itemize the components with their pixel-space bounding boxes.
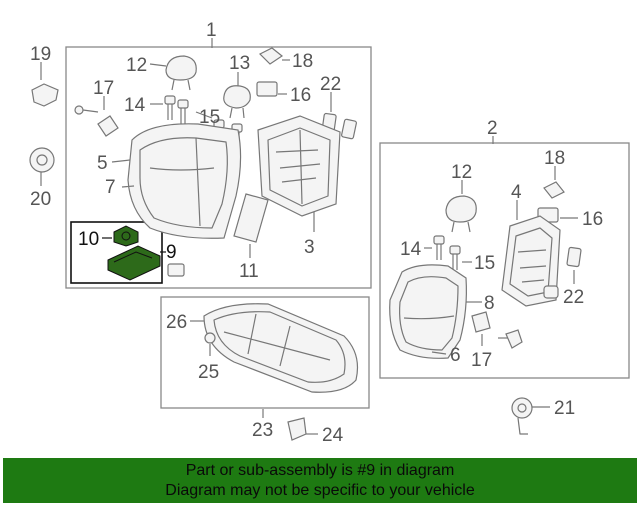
callout-5: 5 — [97, 153, 108, 174]
callout-17-left: 17 — [93, 78, 114, 99]
headrest-part — [165, 55, 197, 91]
callout-12-right: 12 — [451, 162, 472, 183]
callout-7: 7 — [105, 177, 116, 198]
headrest-part — [223, 85, 251, 119]
callout-19: 19 — [30, 44, 51, 65]
callout-9: 9 — [166, 242, 177, 263]
latch-part — [31, 83, 59, 107]
callout-25: 25 — [198, 362, 219, 383]
callout-1: 1 — [206, 20, 217, 41]
callout-3: 3 — [304, 237, 315, 258]
clip-part — [543, 181, 565, 199]
callout-22-right: 22 — [563, 287, 584, 308]
callout-8: 8 — [484, 293, 495, 314]
clip-part — [566, 246, 582, 268]
seat-frame-part — [257, 115, 341, 217]
clip-part — [167, 263, 185, 277]
callout-11: 11 — [239, 261, 259, 282]
bolt-part — [164, 95, 189, 124]
callout-6: 6 — [450, 345, 461, 366]
clip-part — [204, 332, 216, 344]
clip-part — [258, 47, 284, 65]
callout-16-right: 16 — [582, 209, 603, 230]
callout-26: 26 — [166, 312, 187, 333]
callout-20: 20 — [30, 189, 51, 210]
clip-part — [341, 118, 357, 140]
seatback-right-frame — [379, 142, 630, 379]
callout-12-left: 12 — [126, 55, 147, 76]
callout-2: 2 — [487, 118, 498, 139]
seat-cushion-part — [203, 303, 359, 393]
clip-part — [287, 417, 307, 441]
callout-4: 4 — [511, 182, 522, 203]
guide-part — [256, 81, 278, 97]
callout-16-left: 16 — [290, 85, 311, 106]
seatback-part — [389, 264, 467, 359]
info-banner: Part or sub-assembly is #9 in diagram Di… — [3, 458, 637, 503]
latch-part — [511, 397, 533, 435]
callout-14-right: 14 — [400, 239, 422, 260]
callout-14-left: 14 — [124, 95, 146, 116]
callout-15-right: 15 — [474, 253, 495, 274]
callout-23: 23 — [252, 420, 273, 441]
seatback-part — [127, 123, 242, 239]
callout-22-left: 22 — [320, 74, 341, 95]
callout-24: 24 — [322, 425, 344, 446]
clip-part — [543, 285, 559, 299]
headrest-part — [445, 195, 477, 233]
armrest-cupholder-part[interactable] — [107, 225, 161, 281]
banner-line-2: Diagram may not be specific to your vehi… — [165, 482, 475, 499]
callout-13: 13 — [229, 53, 250, 74]
bolt-part — [498, 329, 523, 349]
bolt-part — [433, 235, 461, 270]
callout-18-right: 18 — [544, 148, 565, 169]
cushion-frame — [160, 296, 370, 409]
callout-10: 10 — [78, 229, 99, 250]
seatback-left-frame — [65, 46, 372, 289]
pad-part — [233, 193, 269, 243]
clip-part — [471, 311, 491, 333]
callout-17-right: 17 — [471, 350, 492, 371]
latch-part — [29, 147, 55, 173]
callout-21: 21 — [554, 398, 575, 419]
bolt-part — [74, 105, 119, 137]
callout-18-left: 18 — [292, 51, 313, 72]
callout-15-left: 15 — [199, 107, 220, 128]
banner-line-1: Part or sub-assembly is #9 in diagram — [185, 462, 455, 479]
